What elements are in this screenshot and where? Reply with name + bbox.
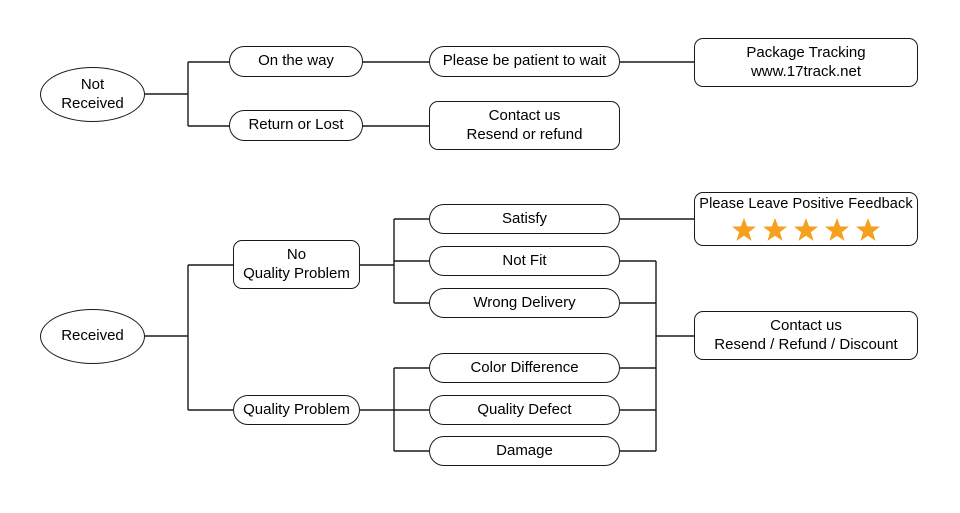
node-positive-feedback[interactable]: Please Leave Positive Feedback (694, 192, 918, 246)
node-label-line1: Contact us (770, 316, 842, 334)
node-wrong-delivery[interactable]: Wrong Delivery (429, 288, 620, 318)
node-contact-us-resend-refund-discount[interactable]: Contact us Resend / Refund / Discount (694, 311, 918, 360)
node-please-be-patient[interactable]: Please be patient to wait (429, 46, 620, 77)
node-tracking-url[interactable]: www.17track.net (750, 62, 862, 80)
node-label: Color Difference (470, 358, 579, 376)
node-satisfy[interactable]: Satisfy (429, 204, 620, 234)
node-label: Quality Problem (243, 400, 350, 418)
node-label: Wrong Delivery (473, 293, 576, 311)
node-label-line1: Package Tracking (746, 43, 866, 61)
node-label: Please be patient to wait (442, 52, 607, 70)
star-icon[interactable] (824, 217, 850, 243)
node-label: Quality Defect (477, 400, 572, 418)
node-return-or-lost[interactable]: Return or Lost (229, 110, 363, 141)
node-label-line2: Received (61, 94, 124, 112)
node-label: On the way (258, 52, 334, 70)
node-label-line2: Resend or refund (466, 125, 583, 143)
star-icon[interactable] (793, 217, 819, 243)
node-label-line1: Contact us (488, 106, 561, 124)
star-icon[interactable] (762, 217, 788, 243)
node-label-line2: Quality Problem (243, 264, 350, 282)
node-label: Return or Lost (248, 116, 344, 134)
node-label-line2: Resend / Refund / Discount (714, 335, 898, 353)
node-color-difference[interactable]: Color Difference (429, 353, 620, 383)
node-damage[interactable]: Damage (429, 436, 620, 466)
node-received[interactable]: Received (40, 309, 145, 364)
node-quality-problem[interactable]: Quality Problem (233, 395, 360, 425)
node-package-tracking[interactable]: Package Tracking www.17track.net (694, 38, 918, 87)
node-label-line1: Not (80, 75, 105, 93)
node-label: Received (61, 327, 124, 345)
node-label: Damage (496, 441, 553, 459)
node-quality-defect[interactable]: Quality Defect (429, 395, 620, 425)
node-not-received[interactable]: Not Received (40, 67, 145, 122)
node-not-fit[interactable]: Not Fit (429, 246, 620, 276)
feedback-title: Please Leave Positive Feedback (699, 196, 913, 213)
node-label: Satisfy (501, 209, 547, 227)
node-on-the-way[interactable]: On the way (229, 46, 363, 77)
node-contact-us-resend-refund[interactable]: Contact us Resend or refund (429, 101, 620, 150)
node-label: Not Fit (502, 251, 547, 269)
node-label-line1: No (286, 245, 307, 263)
star-icon[interactable] (855, 217, 881, 243)
star-rating[interactable] (731, 217, 881, 243)
star-icon[interactable] (731, 217, 757, 243)
node-no-quality-problem[interactable]: No Quality Problem (233, 240, 360, 289)
